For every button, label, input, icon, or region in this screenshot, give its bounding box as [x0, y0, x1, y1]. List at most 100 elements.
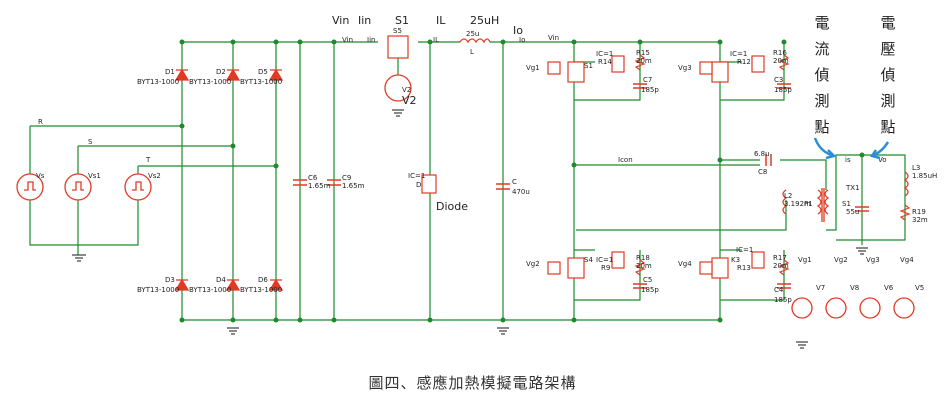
- label-l3: L3: [912, 164, 920, 172]
- label-s1: S1: [395, 14, 409, 27]
- label-v2: V2: [402, 86, 411, 94]
- label-ic: IC=1: [596, 256, 613, 264]
- label-cv: 470u: [512, 188, 530, 196]
- label-d4: D4: [216, 276, 226, 284]
- rectifier-diodes: [174, 68, 284, 291]
- label-v5: V5: [915, 284, 924, 292]
- label-part: BYT13-1000: [189, 78, 231, 86]
- label-d1: D1: [165, 68, 175, 76]
- label-io: Io: [513, 24, 523, 37]
- label-vs1: Vs1: [88, 172, 101, 180]
- ground-symbols: [72, 109, 868, 349]
- label-d6: D6: [258, 276, 268, 284]
- label-iin: Iin: [358, 14, 371, 27]
- label-vg3: Vg3: [678, 64, 692, 72]
- label-d3: D3: [165, 276, 175, 284]
- label-p1: P1: [804, 200, 813, 208]
- label-c3v: 185p: [774, 86, 792, 94]
- label-d2: D2: [216, 68, 226, 76]
- label-diode: Diode: [436, 200, 468, 213]
- label-c5v: 185p: [641, 286, 659, 294]
- label-c9v: 1.65m: [342, 182, 365, 190]
- label-r19v: 32m: [912, 216, 928, 224]
- label-l25: 25u: [466, 30, 479, 38]
- label-c4: C4: [774, 286, 784, 294]
- label-vg4: Vg4: [678, 260, 692, 268]
- label-v7: V7: [816, 284, 825, 292]
- label-s1capv: 55u: [846, 208, 859, 216]
- resistor-symbols: [634, 54, 911, 276]
- label-r14: R14: [598, 58, 612, 66]
- label-vg3: Vg3: [866, 256, 880, 264]
- capacitor-symbols: [293, 83, 869, 289]
- label-d5: D5: [258, 68, 268, 76]
- label-vo: Vo: [878, 156, 887, 164]
- label-c8: C8: [758, 168, 767, 176]
- label-c3: C3: [774, 76, 783, 84]
- label-il: IL: [436, 14, 446, 27]
- sources: [16, 74, 915, 319]
- label-v6: V6: [884, 284, 894, 292]
- label-c6: C6: [308, 174, 318, 182]
- label-c9: C9: [342, 174, 351, 182]
- label-il: IL: [433, 36, 439, 44]
- inductor-symbols: [459, 38, 909, 222]
- label-vs: Vs: [36, 172, 45, 180]
- label-r19: R19: [912, 208, 926, 216]
- label-s5: S5: [393, 27, 402, 35]
- junction-nodes: [179, 39, 865, 323]
- voltage-annotation-char: 壓: [880, 40, 895, 58]
- label-c: C: [512, 178, 517, 186]
- label-part: BYT13-1000: [240, 78, 282, 86]
- label-r15v: 20m: [636, 57, 652, 65]
- label-s1: S1: [584, 62, 593, 70]
- label-r17: R17: [773, 254, 787, 262]
- label-v8: V8: [850, 284, 859, 292]
- label-vg4: Vg4: [900, 256, 914, 264]
- label-s: S: [88, 138, 93, 146]
- current-annotation-char: 流: [814, 40, 829, 58]
- label-c4v: 185p: [774, 296, 792, 304]
- label-r12: R12: [737, 58, 751, 66]
- label-r18v: 20m: [636, 262, 652, 270]
- label-vg2: Vg2: [526, 260, 540, 268]
- label-vg2: Vg2: [834, 256, 848, 264]
- label-part: BYT13-1000: [137, 78, 179, 86]
- label-v2b: V2: [402, 94, 417, 107]
- label-r9: R9: [601, 264, 610, 272]
- label-vin2: Vin: [548, 34, 559, 42]
- label-d: D: [416, 181, 421, 189]
- current-annotation-char: 偵: [814, 66, 829, 84]
- label-part: BYT13-1000: [240, 286, 282, 294]
- label-ic: IC=1: [730, 50, 747, 58]
- label-vin: Vin: [332, 14, 349, 27]
- label-iin: Iin: [367, 36, 375, 44]
- label-c8v: 6.8u: [754, 150, 770, 158]
- label-k3: K3: [731, 256, 740, 264]
- label-r16: R16: [773, 49, 787, 57]
- label-ic: IC=1: [596, 50, 613, 58]
- label-l3v: 1.85uH: [912, 172, 937, 180]
- current-annotation-char: 電: [814, 14, 829, 32]
- label-is: is: [845, 156, 851, 164]
- label-r18: R18: [636, 254, 650, 262]
- label-t: T: [145, 156, 151, 164]
- label-vin: Vin: [342, 36, 353, 44]
- voltage-annotation-char: 點: [880, 118, 895, 136]
- label-vg1: Vg1: [526, 64, 540, 72]
- label-r16v: 20m: [773, 57, 789, 65]
- label-r13: R13: [737, 264, 751, 272]
- label-tx1: TX1: [845, 184, 860, 192]
- switch-boxes: [387, 35, 765, 279]
- label-icon: Icon: [618, 156, 633, 164]
- label-l2: L2: [784, 192, 792, 200]
- voltage-annotation-char: 電: [880, 14, 895, 32]
- label-c7: C7: [643, 76, 652, 84]
- label-r17v: 20m: [773, 262, 789, 270]
- label-part: BYT13-1000: [189, 286, 231, 294]
- label-vs2: Vs2: [148, 172, 161, 180]
- label-io: Io: [519, 36, 525, 44]
